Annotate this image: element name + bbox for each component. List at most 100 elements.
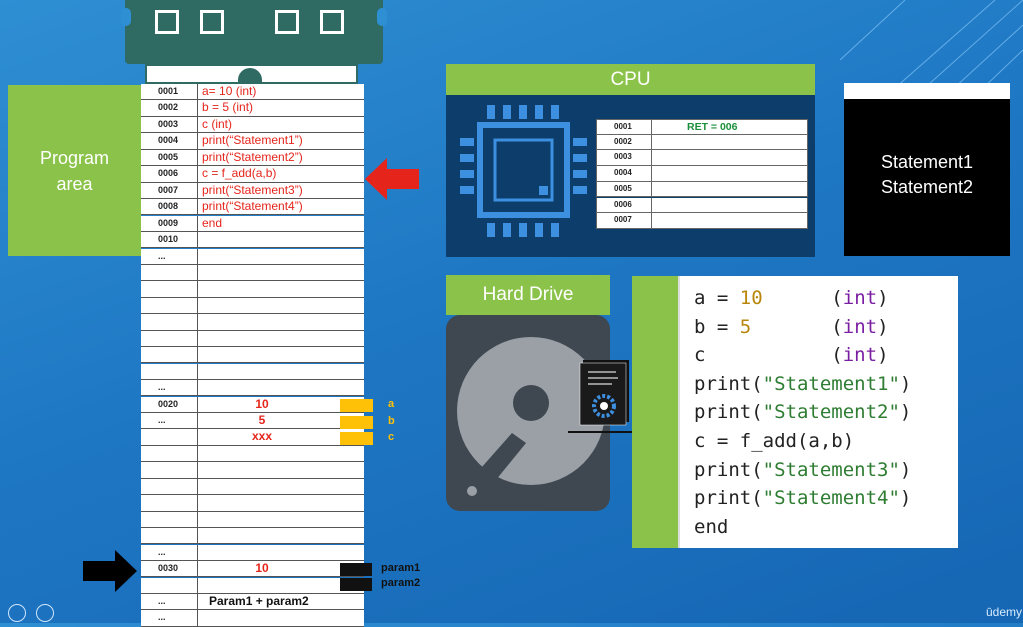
code-line: b = 5 (int): [694, 315, 889, 338]
memory-address: 0009: [141, 215, 198, 231]
code-line: print("Statement4"): [694, 487, 912, 510]
memory-address: [141, 314, 198, 330]
memory-code: print(“Statement3”): [202, 182, 303, 197]
hard-drive-icon: [446, 315, 610, 511]
memory-row: [141, 330, 364, 348]
memory-address: ...: [141, 248, 198, 264]
param2-box: [340, 578, 372, 591]
code-panel: [678, 276, 958, 548]
hard-drive-title: Hard Drive: [446, 275, 610, 315]
memory-row: 0001 a= 10 (int): [141, 84, 364, 101]
var-tag-a: [340, 399, 373, 412]
memory-address: [141, 347, 198, 363]
memory-row: 0010: [141, 232, 364, 249]
code-line: end: [694, 515, 729, 538]
memory-row: [141, 297, 364, 315]
param1-box: [340, 563, 372, 576]
memory-address: [141, 577, 198, 593]
memory-row: ...: [141, 610, 364, 627]
memory-row: ...: [141, 544, 364, 561]
register-address: 0001: [597, 120, 652, 134]
register-row: 0002: [596, 134, 808, 151]
memory-code: b = 5 (int): [202, 100, 254, 115]
memory-address: [141, 363, 198, 379]
memory-row: ...: [141, 380, 364, 397]
black-arrow-icon: [83, 550, 137, 592]
memory-row: [141, 445, 364, 463]
var-tag-b: [340, 416, 373, 429]
zoom-icon[interactable]: [8, 604, 26, 622]
memory-code: c = f_add(a,b): [202, 166, 277, 181]
var-label-c: c: [388, 431, 395, 443]
memory-value: xxx: [251, 429, 273, 444]
more-options-icon[interactable]: [36, 604, 54, 622]
code-line: c (int): [694, 344, 889, 367]
memory-row: 0030 10: [141, 561, 364, 578]
memory-address: [141, 429, 198, 445]
register-address: 0004: [597, 166, 652, 181]
memory-value: 5: [258, 413, 266, 427]
red-arrow-icon: [365, 158, 419, 200]
register-row: 0007: [596, 213, 808, 229]
register-address: 0007: [597, 213, 652, 228]
cpu-title: CPU: [446, 64, 815, 95]
memory-address: [141, 462, 198, 478]
register-address: 0005: [597, 181, 652, 197]
brand-logo: ūdemy: [986, 605, 1023, 619]
memory-address: 0007: [141, 182, 198, 198]
memory-row: [141, 363, 364, 380]
memory-value: Param1 + param2: [209, 593, 309, 608]
memory-address: [141, 330, 198, 347]
memory-row: [141, 462, 364, 479]
memory-row: [141, 511, 364, 528]
register-row: 0005: [596, 181, 808, 198]
memory-address: 0003: [141, 116, 198, 133]
memory-address: 0030: [141, 561, 198, 577]
memory-address: ...: [141, 593, 198, 610]
output-line-1: Statement1: [880, 152, 974, 172]
memory-code: print(“Statement2”): [202, 149, 303, 164]
param1-label: param1: [381, 562, 421, 574]
memory-code: a= 10 (int): [202, 84, 257, 98]
memory-address: 0001: [141, 84, 198, 100]
memory-value: 10: [255, 561, 269, 576]
var-tag-c: [340, 432, 373, 445]
memory-row: [141, 528, 364, 545]
memory-row: 0007 print(“Statement3”): [141, 182, 364, 199]
code-line: c = f_add(a,b): [694, 430, 855, 452]
memory-address: ...: [141, 610, 198, 626]
memory-row: [141, 577, 364, 594]
register-row: 0006: [596, 197, 808, 214]
code-line: print("Statement2"): [694, 401, 912, 424]
memory-address: [141, 264, 198, 281]
memory-row: [141, 347, 364, 364]
code-panel-gutter: [632, 276, 678, 548]
memory-row: xxx: [141, 429, 364, 446]
memory-address: 0002: [141, 100, 198, 116]
register-address: 0002: [597, 134, 652, 150]
memory-address: [141, 297, 198, 314]
memory-address: [141, 511, 198, 527]
output-panel: [844, 83, 1010, 256]
program-area-label: Program area: [8, 85, 141, 256]
memory-row: ...5: [141, 413, 364, 430]
cpu-chip-icon: [460, 105, 587, 237]
memory-address: [141, 528, 198, 544]
document-gear-icon: [568, 360, 634, 433]
memory-address: [141, 281, 198, 297]
code-line: print("Statement3"): [694, 458, 912, 481]
memory-address: [141, 495, 198, 511]
code-line: a = 10 (int): [694, 287, 889, 309]
register-row: 0004: [596, 166, 808, 182]
memory-address: 0010: [141, 232, 198, 248]
output-panel-bar: [844, 83, 1010, 99]
register-address: 0003: [597, 150, 652, 166]
program-area-line2: area: [56, 173, 93, 194]
